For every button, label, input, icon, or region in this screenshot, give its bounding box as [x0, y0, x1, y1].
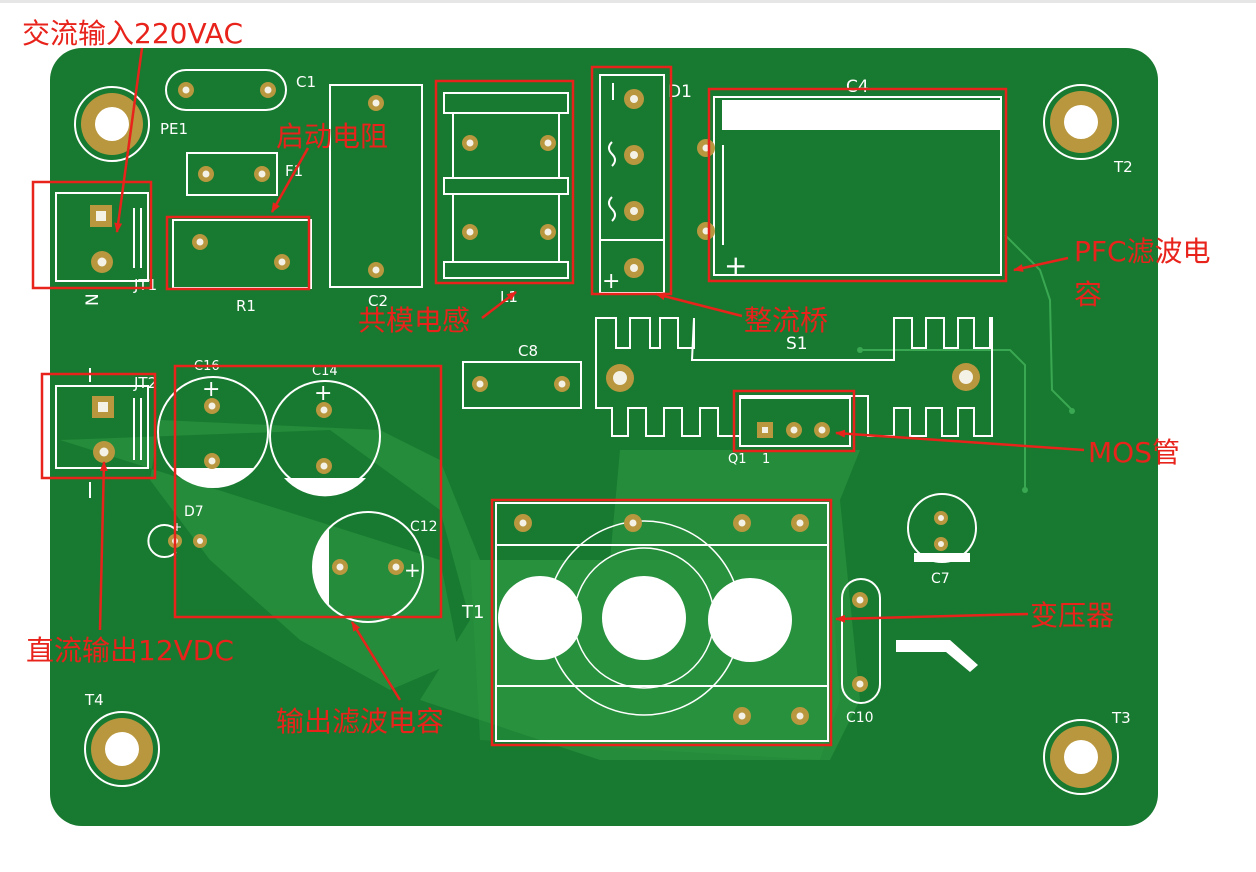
label-q1: Q1 [728, 452, 747, 467]
box-common-mode-choke [434, 79, 575, 285]
box-output-filter-cap [173, 364, 443, 619]
mounting-hole-pe1 [74, 86, 150, 162]
capacitor-c2 [329, 84, 423, 288]
capacitor-c7 [907, 493, 977, 563]
copper-pour [60, 420, 860, 760]
label-q1-pin: 1 [762, 452, 770, 467]
resistor-r1 [172, 219, 312, 289]
box-startup-resistor [165, 215, 311, 291]
terminal-jt1 [55, 192, 149, 282]
mounting-hole-t2 [1043, 84, 1119, 160]
annotation-labels: 交流输入220VAC 启动电阻 共模电感 整流桥 PFC滤波电 容 MOS管 变… [22, 17, 1211, 738]
annotation-rectifier-bridge: 整流桥 [744, 304, 828, 337]
arrow-dc-output [98, 461, 108, 631]
capacitor-c4 [697, 96, 1002, 276]
arrow-startup-resistor [270, 147, 310, 213]
label-t2: T2 [1113, 158, 1133, 176]
mounting-hole-t3 [1043, 719, 1119, 795]
annotation-pfc-cap-line2: 容 [1074, 278, 1102, 311]
arrow-transformer [835, 612, 1029, 623]
annotation-boxes [31, 65, 1008, 747]
plus-c4: + [724, 249, 747, 282]
plus-c12: + [404, 558, 421, 582]
box-pfc-cap [707, 87, 1008, 283]
label-d1: D1 [668, 82, 692, 102]
silkscreen-labels: C1 PE1 F1 R1 C2 L1 D1 C4 T2 JT1 N JT2 C1… [83, 73, 1133, 727]
annotation-startup-resistor: 启动电阻 [276, 120, 388, 153]
label-c10: C10 [846, 710, 874, 726]
plus-c14: + [314, 381, 332, 406]
plus-d1: + [602, 269, 620, 294]
label-c4: C4 [846, 77, 869, 97]
label-n: N [83, 293, 103, 306]
plus-c16: + [202, 377, 220, 402]
fuse-f1 [186, 152, 278, 196]
capacitor-c12 [312, 511, 424, 623]
box-ac-input [31, 180, 153, 290]
label-s1: S1 [786, 334, 808, 354]
choke-l1 [443, 92, 569, 279]
trace [860, 349, 1026, 490]
arrow-output-filter-cap [350, 621, 402, 701]
arrow-pfc-cap [1013, 256, 1069, 272]
capacitor-c14 [269, 380, 381, 497]
label-c1: C1 [296, 73, 316, 91]
label-c8: C8 [518, 342, 538, 360]
label-jt2: JT2 [133, 374, 157, 392]
arrow-mos [835, 429, 1085, 452]
capacitor-c16 [157, 376, 269, 488]
label-c14: C14 [312, 364, 338, 379]
annotation-ac-input: 交流输入220VAC [22, 17, 243, 50]
top-border-line [0, 0, 1256, 3]
box-rectifier-bridge [590, 65, 673, 296]
annotation-output-filter-cap: 输出滤波电容 [276, 705, 444, 738]
label-pe1: PE1 [160, 120, 188, 138]
bridge-d1 [599, 74, 665, 294]
label-jt1: JT1 [133, 276, 157, 294]
box-transformer [490, 498, 833, 747]
box-mos [732, 389, 856, 453]
transformer-t1 [495, 502, 829, 742]
label-t1: T1 [461, 602, 484, 623]
heatsink-s1 [595, 317, 993, 437]
arrow-ac-input [114, 47, 144, 233]
label-d7: D7 [184, 504, 204, 520]
copper-pad-strip [896, 640, 978, 672]
mounting-hole-t4 [84, 711, 160, 787]
label-r1: R1 [236, 297, 256, 315]
label-t3: T3 [1111, 709, 1131, 727]
annotation-arrows [98, 47, 1085, 701]
arrow-rectifier-bridge [655, 292, 743, 318]
label-t4: T4 [84, 691, 104, 709]
plus-d7: + [172, 520, 182, 534]
arrow-common-mode-choke [481, 291, 517, 319]
label-c7: C7 [931, 571, 950, 587]
box-dc-output [40, 372, 157, 480]
annotation-mos: MOS管 [1088, 436, 1180, 469]
trace [1004, 234, 1073, 411]
capacitor-c1 [165, 69, 287, 111]
label-c12: C12 [410, 519, 438, 535]
annotation-dc-output: 直流输出12VDC [26, 634, 234, 667]
capacitor-c8 [462, 361, 582, 409]
label-c2: C2 [368, 292, 388, 310]
mosfet-q1 [739, 397, 851, 447]
capacitor-c10 [841, 578, 881, 704]
annotation-common-mode-choke: 共模电感 [358, 304, 470, 337]
annotation-transformer: 变压器 [1030, 599, 1114, 632]
annotation-pfc-cap-line1: PFC滤波电 [1074, 235, 1211, 268]
